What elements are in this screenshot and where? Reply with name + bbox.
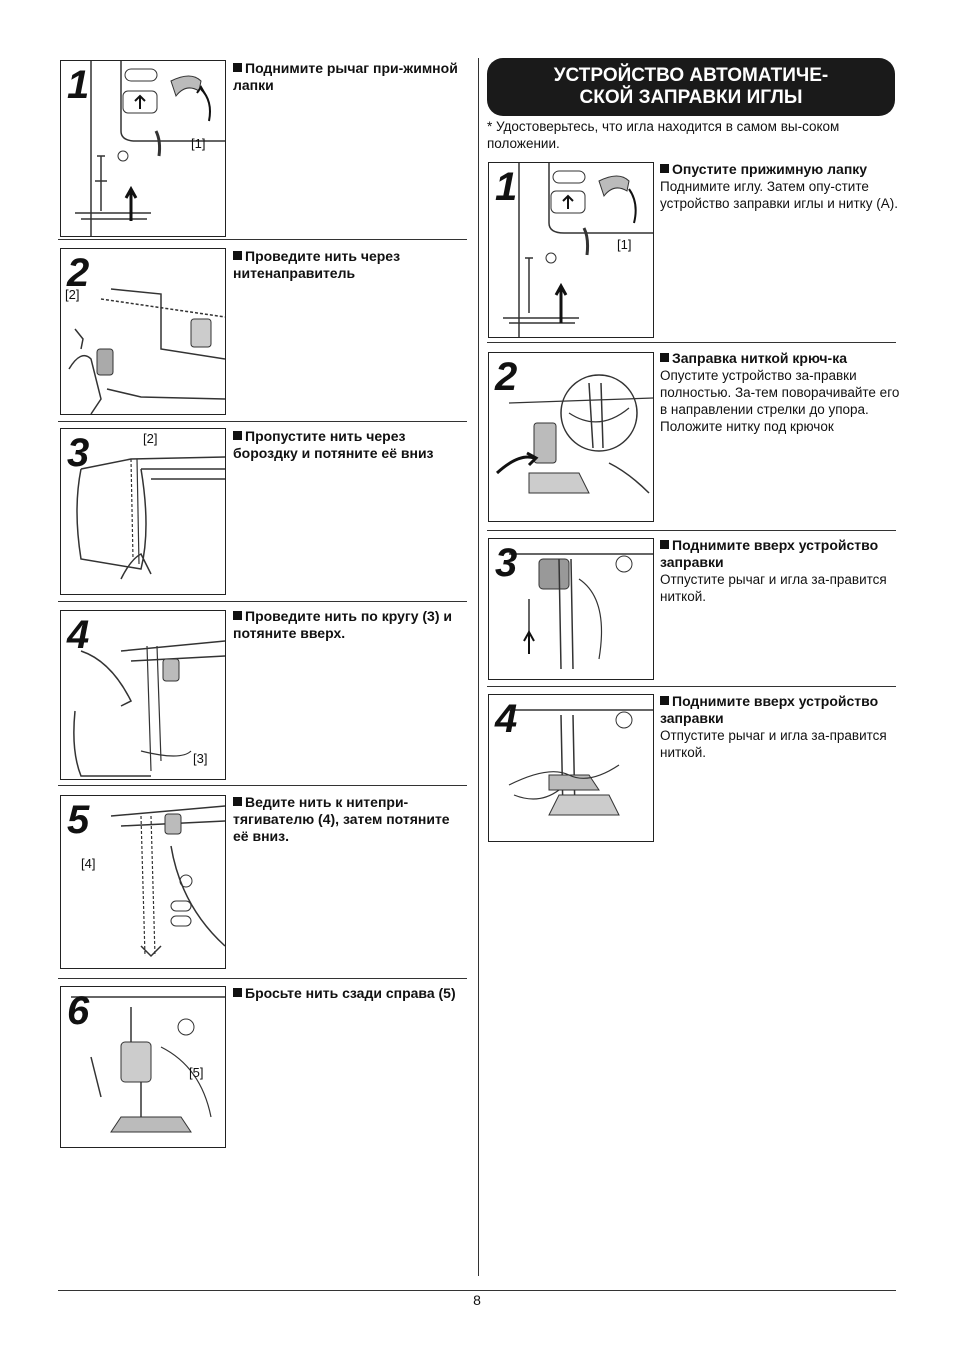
- thread-groove-illustration: [76, 456, 225, 580]
- right-step-2-text: Заправка ниткой крюч-ка Опустите устройс…: [660, 350, 900, 435]
- right-separator-3: [487, 686, 896, 687]
- step-heading: Поднимите вверх устройство заправки: [660, 537, 879, 570]
- step-description: Опустите устройство за-правки полностью.…: [660, 368, 900, 434]
- step-number: 4: [495, 697, 518, 741]
- callout-label: [1]: [617, 237, 632, 252]
- bullet-square-icon: [233, 63, 242, 72]
- step-number: 5: [67, 798, 90, 842]
- right-step-1-figure: 1 [1]: [488, 162, 654, 338]
- step-number: 2: [495, 355, 518, 399]
- left-separator-4: [58, 785, 467, 786]
- left-step-1-figure: 1 [1]: [60, 60, 226, 237]
- left-step-5-figure: 5 [4]: [60, 795, 226, 969]
- right-step-3-figure: 3: [488, 538, 654, 680]
- step-number: 4: [67, 613, 90, 657]
- right-separator-1: [487, 342, 896, 343]
- step-description: Отпустите рычаг и игла за-правится нитко…: [660, 572, 887, 604]
- step-heading: Опустите прижимную лапку: [660, 161, 900, 178]
- step-heading: Заправка ниткой крюч-ка: [660, 350, 900, 367]
- raise-threader-illustration: [509, 553, 653, 670]
- left-step-4-text: Проведите нить по кругу (3) и потяните в…: [233, 608, 463, 642]
- left-step-6-figure: 6 [5]: [60, 986, 226, 1148]
- step-heading: Поднимите вверх устройство заправки: [660, 693, 879, 726]
- step-number: 1: [67, 63, 90, 107]
- step-number: 1: [495, 165, 518, 209]
- right-separator-2: [487, 530, 896, 531]
- left-separator-1: [58, 239, 467, 240]
- bullet-square-icon: [660, 164, 669, 173]
- left-step-6-text: Бросьте нить сзади справа (5): [233, 985, 463, 1002]
- right-step-3-text: Поднимите вверх устройство заправки Отпу…: [660, 537, 900, 605]
- section-note: * Удостоверьтесь, что игла находится в с…: [487, 119, 840, 151]
- callout-label: [4]: [81, 856, 96, 871]
- left-step-4-figure: 4 [3]: [60, 610, 226, 780]
- right-step-4-text: Поднимите вверх устройство заправки Отпу…: [660, 693, 900, 761]
- step-heading: Ведите нить к нитепри-тягивателю (4), за…: [233, 794, 450, 844]
- bullet-square-icon: [233, 611, 242, 620]
- step-description: Поднимите иглу. Затем опу-стите устройст…: [660, 179, 898, 211]
- callout-label: [5]: [189, 1065, 204, 1080]
- step-heading: Поднимите рычаг при-жимной лапки: [233, 60, 458, 93]
- bullet-square-icon: [233, 431, 242, 440]
- left-step-2-figure: 2 [2]: [60, 248, 226, 415]
- left-separator-3: [58, 601, 467, 602]
- footer-rule: [58, 1290, 896, 1291]
- right-step-2-figure: 2: [488, 352, 654, 522]
- section-title-line-2: СКОЙ ЗАПРАВКИ ИГЛЫ: [579, 87, 803, 108]
- bullet-square-icon: [660, 540, 669, 549]
- left-step-3-text: Пропустите нить через бороздку и потянит…: [233, 428, 463, 462]
- callout-label: [1]: [191, 136, 206, 151]
- take-up-lever-illustration: [110, 805, 225, 958]
- section-title-line-1: УСТРОЙСТВО АВТОМАТИЧЕ-: [553, 65, 829, 86]
- bullet-square-icon: [233, 797, 242, 806]
- column-divider: [478, 58, 479, 1276]
- step-heading: Проведите нить через нитенаправитель: [233, 248, 401, 281]
- page-number: 8: [473, 1292, 481, 1308]
- left-step-5-text: Ведите нить к нитепри-тягивателю (4), за…: [233, 794, 468, 845]
- needle-threading-illustration: [71, 996, 225, 1133]
- step-number: 3: [67, 431, 90, 475]
- section-title: УСТРОЙСТВО АВТОМАТИЧЕ- СКОЙ ЗАПРАВКИ ИГЛ…: [487, 58, 895, 116]
- step-number: 6: [67, 989, 90, 1033]
- thread-guide-illustration: [68, 288, 225, 414]
- bullet-square-icon: [660, 353, 669, 362]
- lower-presser-foot-illustration: [503, 163, 653, 337]
- step-heading: Проведите нить по кругу (3) и потяните в…: [233, 608, 452, 641]
- step-description: Отпустите рычаг и игла за-правится нитко…: [660, 728, 887, 760]
- bullet-square-icon: [233, 251, 242, 260]
- left-separator-5: [58, 978, 467, 979]
- threaded-needle-illustration: [508, 709, 653, 816]
- left-separator-2: [58, 421, 467, 422]
- step-number: 2: [67, 251, 90, 295]
- left-step-2-text: Проведите нить через нитенаправитель: [233, 248, 463, 282]
- right-step-4-figure: 4: [488, 694, 654, 842]
- step-number: 3: [495, 541, 518, 585]
- callout-label: [2]: [143, 431, 158, 446]
- right-step-1-text: Опустите прижимную лапку Поднимите иглу.…: [660, 161, 900, 212]
- left-step-1-text: Поднимите рычаг при-жимной лапки: [233, 60, 463, 94]
- left-step-3-figure: 3 [2]: [60, 428, 226, 595]
- step-heading: Пропустите нить через бороздку и потянит…: [233, 428, 434, 461]
- bullet-square-icon: [660, 696, 669, 705]
- step-heading: Бросьте нить сзади справа (5): [233, 985, 463, 1002]
- presser-foot-lever-illustration: [75, 61, 225, 236]
- bullet-square-icon: [233, 988, 242, 997]
- callout-label: [3]: [193, 751, 208, 766]
- thread-loop-illustration: [73, 640, 225, 777]
- callout-label: [2]: [65, 287, 80, 302]
- hook-threading-illustration: [495, 374, 653, 494]
